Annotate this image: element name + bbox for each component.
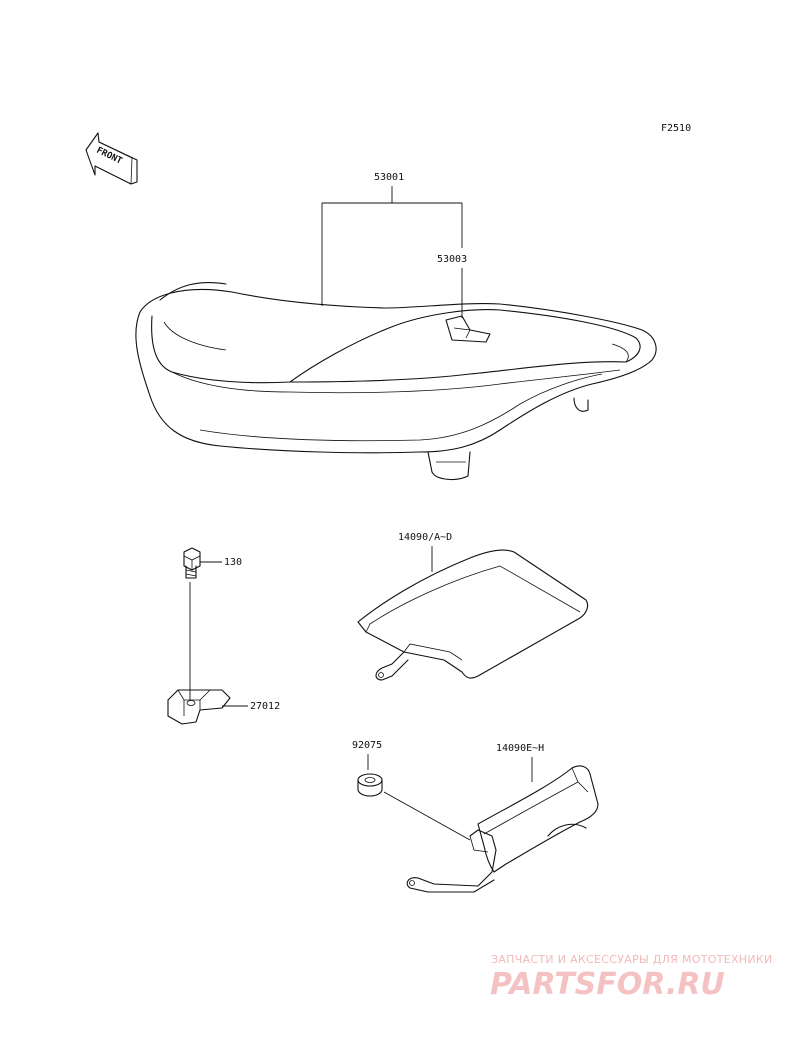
label-14090-a-d: 14090/A~D bbox=[398, 532, 452, 543]
watermark-tagline: ЗАПЧАСТИ И АКСЕССУАРЫ ДЛЯ МОТОТЕХНИКИ bbox=[491, 953, 773, 966]
label-92075: 92075 bbox=[352, 740, 382, 751]
label-53001: 53001 bbox=[374, 172, 404, 183]
bolt-130 bbox=[183, 547, 201, 579]
cover-14090-e-h bbox=[406, 765, 599, 893]
clamp-27012 bbox=[167, 689, 231, 725]
label-130: 130 bbox=[224, 557, 242, 568]
seat-53001 bbox=[135, 282, 657, 481]
label-14090-e-h: 14090E~H bbox=[496, 743, 544, 754]
front-label: FRONT bbox=[95, 146, 124, 167]
leader-53001 bbox=[321, 186, 463, 306]
label-53003: 53003 bbox=[437, 254, 467, 265]
figure-code: F2510 bbox=[661, 123, 691, 134]
front-arrow-icon: FRONT bbox=[85, 132, 138, 185]
cover-14090-a-d bbox=[357, 549, 589, 681]
damper-92075 bbox=[357, 773, 383, 797]
label-27012: 27012 bbox=[250, 701, 280, 712]
watermark-logo: PARTSFOR.RU bbox=[490, 967, 725, 1002]
damper-axis-line bbox=[383, 791, 471, 841]
